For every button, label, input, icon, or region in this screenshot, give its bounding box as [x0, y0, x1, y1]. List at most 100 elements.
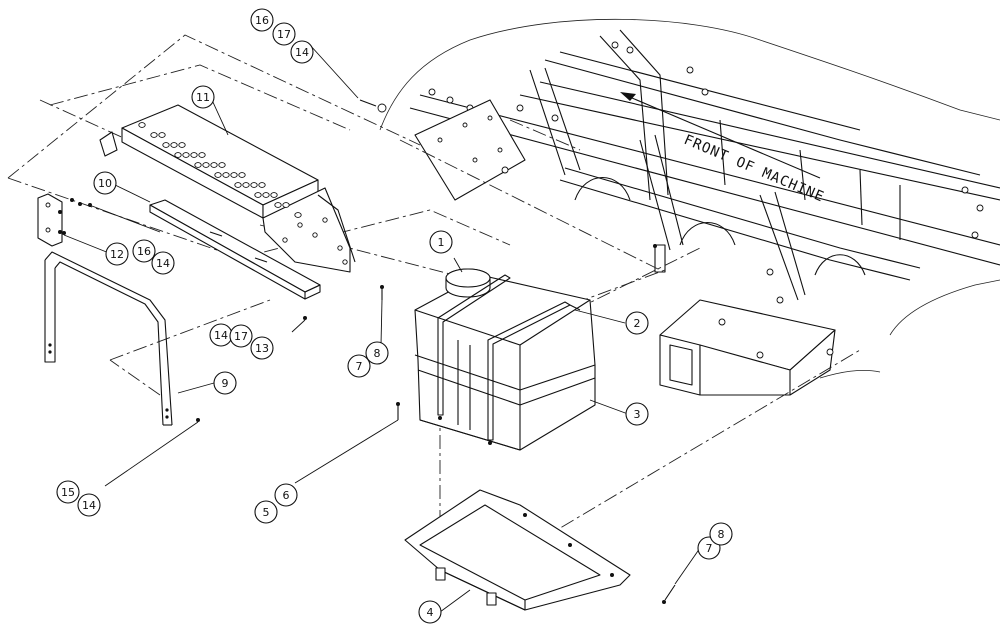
callout-number: 14	[156, 257, 170, 270]
callout-c14d: 14	[77, 493, 101, 517]
fasteners	[62, 99, 676, 604]
callout-number: 14	[82, 499, 96, 512]
callout-c14a: 14	[290, 40, 314, 64]
callout-number: 17	[277, 28, 291, 41]
platform-hole	[238, 172, 246, 178]
callout-circle	[191, 85, 215, 109]
assembly-lines	[7, 34, 861, 560]
platform-hole	[178, 142, 186, 148]
callout-number: 5	[263, 506, 270, 519]
leader-lines	[63, 44, 701, 613]
tank-tray	[404, 489, 631, 611]
platform-hole	[210, 162, 218, 168]
callout-c3: 3	[625, 402, 649, 426]
callout-circle	[272, 22, 296, 46]
platform-hole	[222, 172, 230, 178]
handrail	[44, 251, 173, 426]
support-channel	[149, 199, 321, 300]
platform-hole	[242, 182, 250, 188]
callout-circle	[229, 324, 253, 348]
platform-hole	[234, 182, 242, 188]
platform-hole	[258, 182, 266, 188]
callout-circle	[254, 500, 278, 524]
callout-circle	[429, 230, 453, 254]
callout-c6: 6	[274, 483, 298, 507]
platform-hole	[170, 142, 178, 148]
callout-circle	[77, 493, 101, 517]
callout-c10: 10	[93, 171, 117, 195]
callout-circle	[250, 8, 274, 32]
callout-number: 11	[196, 91, 210, 104]
callout-circle	[132, 239, 156, 263]
step-platform	[99, 104, 356, 273]
callout-number: 3	[634, 408, 641, 421]
callout-number: 10	[98, 177, 112, 190]
platform-hole	[254, 192, 262, 198]
side-bracket	[37, 193, 82, 247]
callout-number: 7	[356, 360, 363, 373]
platform-hole	[274, 202, 282, 208]
callout-number: 2	[634, 317, 641, 330]
callout-c12: 12	[105, 242, 129, 266]
platform-hole	[138, 122, 146, 128]
callout-number: 12	[110, 248, 124, 261]
platform-hole	[162, 142, 170, 148]
callout-circle	[274, 483, 298, 507]
callout-circle	[105, 242, 129, 266]
callout-number: 4	[427, 606, 434, 619]
callout-number: 13	[255, 342, 269, 355]
callout-c5: 5	[254, 500, 278, 524]
callout-circle	[151, 251, 175, 275]
callout-circle	[290, 40, 314, 64]
callout-c2: 2	[625, 311, 649, 335]
callout-number: 16	[137, 245, 151, 258]
callout-c1: 1	[429, 230, 453, 254]
platform-hole	[202, 162, 210, 168]
callout-c16b: 16	[132, 239, 156, 263]
callout-c11: 11	[191, 85, 215, 109]
callout-c13: 13	[250, 336, 274, 360]
callout-c4: 4	[418, 600, 442, 624]
platform-hole	[198, 152, 206, 158]
callout-number: 14	[295, 46, 309, 59]
callout-circle	[709, 522, 733, 546]
callout-circle	[93, 171, 117, 195]
platform-hole	[214, 172, 222, 178]
callout-circle	[56, 480, 80, 504]
callout-circle	[250, 336, 274, 360]
callout-circle	[625, 311, 649, 335]
platform-hole	[218, 162, 226, 168]
callout-c7a: 7	[347, 354, 371, 378]
callout-circle	[347, 354, 371, 378]
platform-hole	[194, 162, 202, 168]
platform-hole	[250, 182, 258, 188]
callout-c17a: 17	[272, 22, 296, 46]
callout-number: 15	[61, 486, 75, 499]
platform-hole	[182, 152, 190, 158]
callout-number: 6	[283, 489, 290, 502]
callout-number: 7	[706, 542, 713, 555]
callout-c14c: 14	[209, 323, 233, 347]
platform-hole	[270, 192, 278, 198]
platform-hole	[230, 172, 238, 178]
callout-c9: 9	[213, 371, 237, 395]
platform-hole	[158, 132, 166, 138]
callout-circle	[365, 341, 389, 365]
callout-number: 8	[374, 347, 381, 360]
platform-hole	[294, 212, 302, 218]
callout-number: 17	[234, 330, 248, 343]
callout-circle	[418, 600, 442, 624]
callout-number: 14	[214, 329, 228, 342]
platform-hole	[150, 132, 158, 138]
callout-c8a: 8	[365, 341, 389, 365]
callout-c8b: 8	[709, 522, 733, 546]
platform-hole	[174, 152, 182, 158]
callout-circle	[213, 371, 237, 395]
callout-number: 16	[255, 14, 269, 27]
water-tank	[414, 268, 596, 451]
callout-c17b: 17	[229, 324, 253, 348]
callout-number: 9	[222, 377, 229, 390]
callout-c16a: 16	[250, 8, 274, 32]
